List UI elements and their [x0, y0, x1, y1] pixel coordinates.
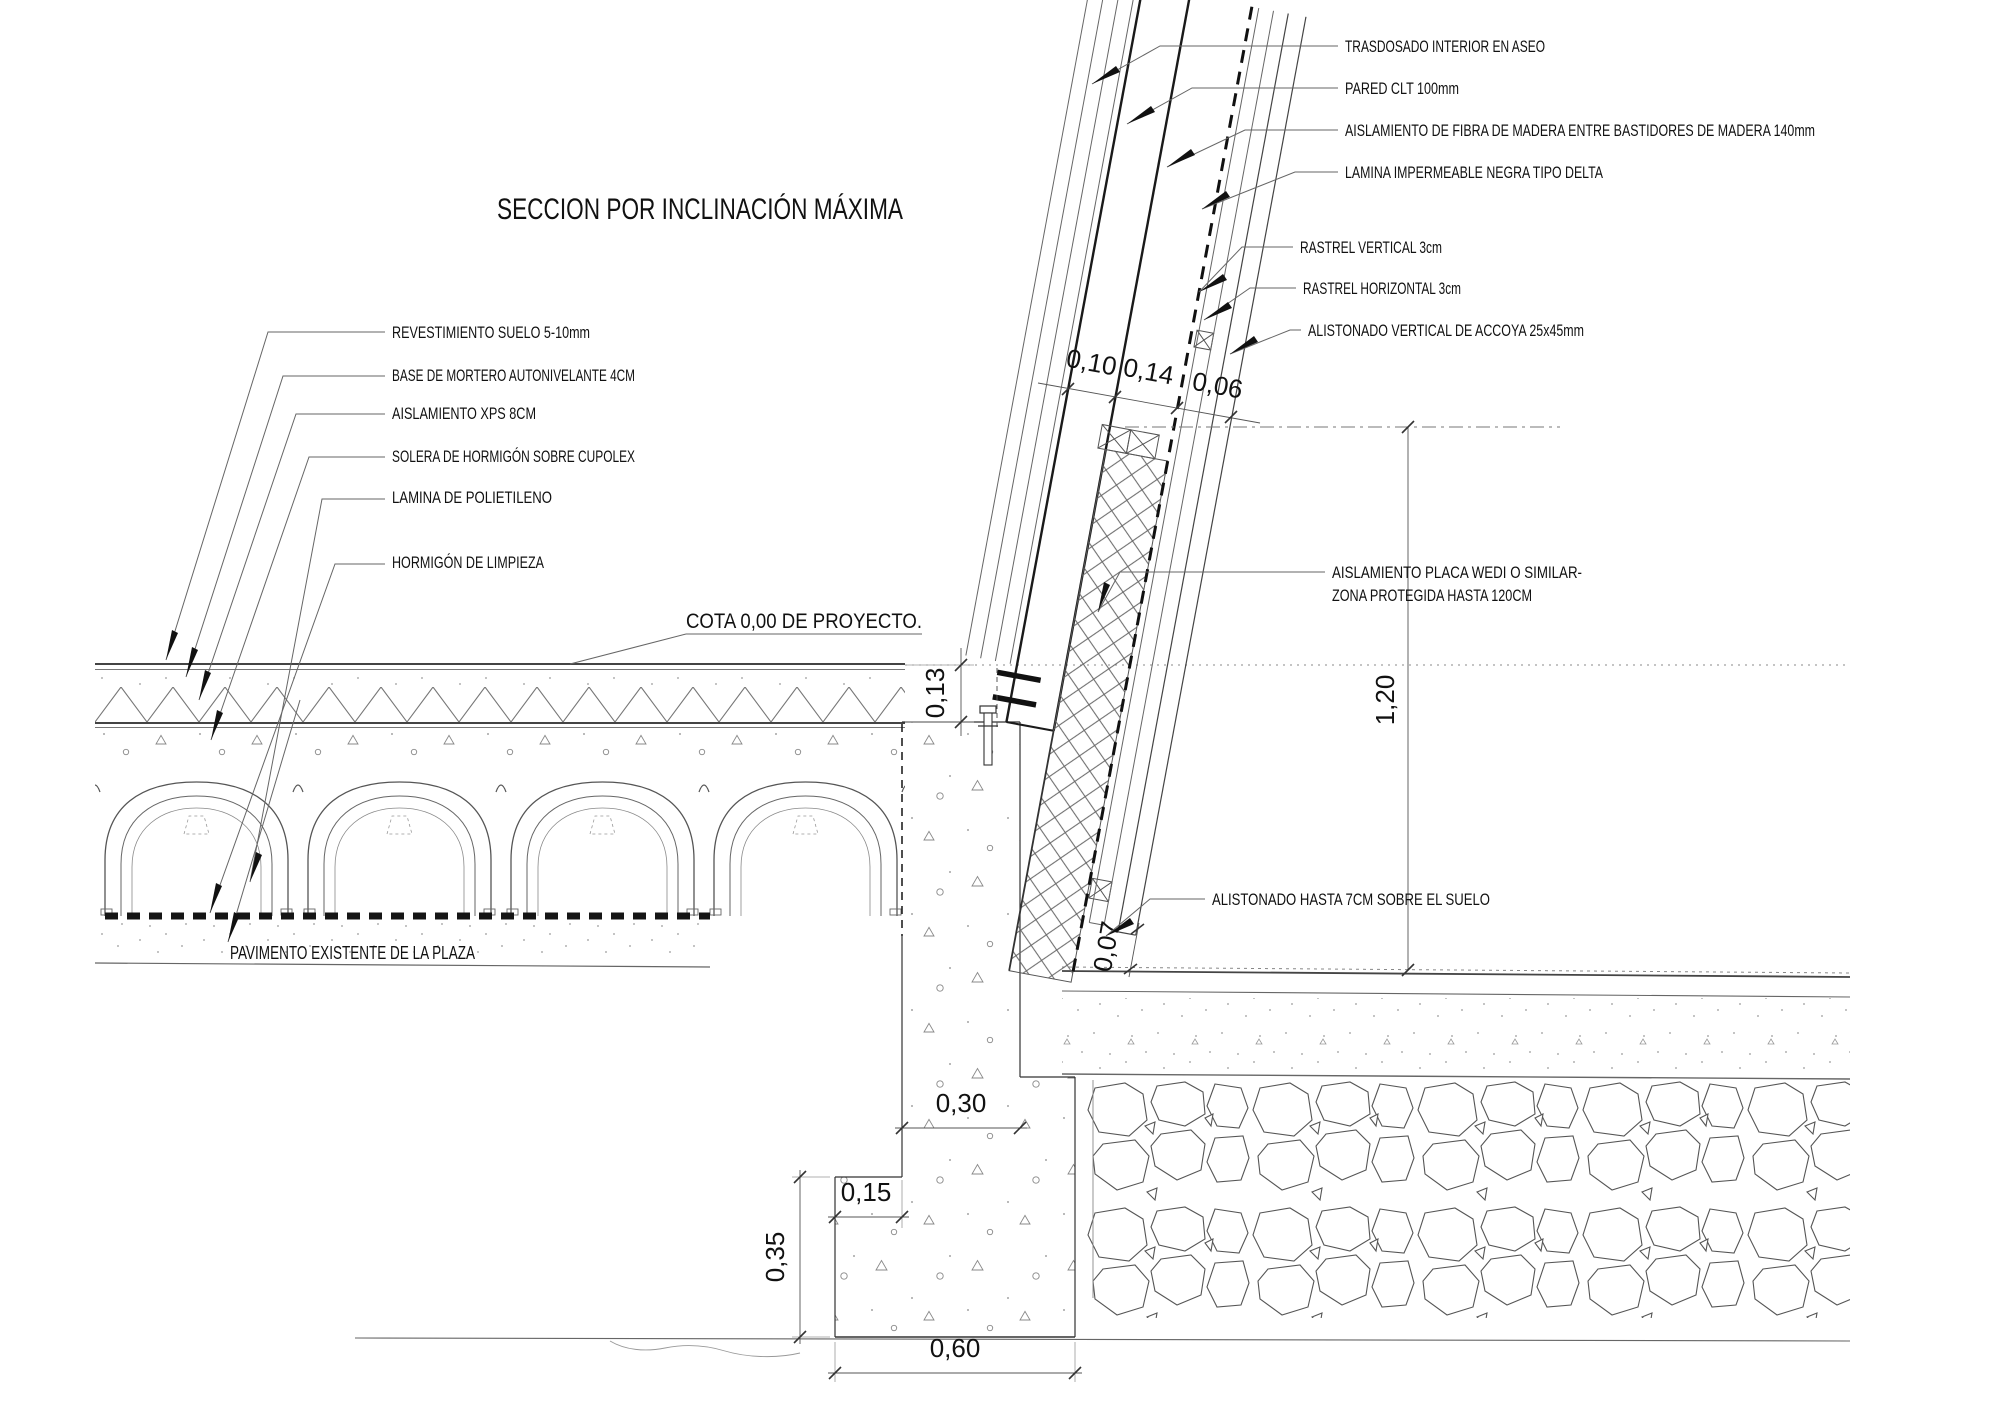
arrowhead [1092, 66, 1120, 84]
arrowhead [1230, 336, 1258, 354]
anchor-bolt-head [979, 705, 997, 714]
arrowhead [1202, 191, 1230, 209]
anchor-bolt-shaft [983, 712, 993, 766]
cupolex-domes [95, 768, 905, 916]
cota-leader [569, 633, 922, 665]
right-leaders [1091, 45, 1338, 937]
dimension-step-width: 0,15 [828, 1177, 909, 1228]
dim-floor-013: 0,13 [920, 668, 950, 719]
label-polietileno: LAMINA DE POLIETILENO [392, 488, 552, 507]
label-wedi-line1: AISLAMIENTO PLACA WEDI O SIMILAR- [1332, 563, 1582, 582]
label-solera: SOLERA DE HORMIGÓN SOBRE CUPOLEX [392, 447, 635, 466]
foundation [834, 721, 1076, 1338]
sand-bed-bottom-line [1061, 1073, 1851, 1080]
dim-wall-010: 0,10 [1064, 343, 1119, 382]
dim-wall-014: 0,14 [1121, 352, 1176, 391]
base-screw-bottom [992, 694, 1037, 708]
wedi-left-edge [1008, 730, 1055, 971]
exterior-ground-dotted [1061, 966, 1851, 974]
gravel-backfill [1085, 1080, 1850, 1318]
arrowhead [250, 852, 262, 882]
label-cota: COTA 0,00 DE PROYECTO. [686, 610, 922, 633]
arrowhead [1098, 582, 1110, 612]
left-label-texts: REVESTIMIENTO SUELO 5-10mm BASE DE MORTE… [230, 323, 922, 963]
label-limpieza: HORMIGÓN DE LIMPIEZA [392, 553, 544, 572]
mortar-layer [95, 671, 905, 686]
arrowhead [199, 670, 211, 700]
dim-060: 0,60 [930, 1333, 981, 1363]
soil-wiggle [609, 1340, 801, 1358]
pavement-sub-line [1061, 990, 1851, 998]
delta-membrane-line [1071, 6, 1254, 973]
dimension-footing-height: 0,35 [760, 1170, 830, 1344]
arrowhead [1106, 918, 1134, 936]
base-screw-top [996, 669, 1042, 684]
label-lamina: LAMINA IMPERMEABLE NEGRA TIPO DELTA [1345, 163, 1603, 182]
label-fibra: AISLAMIENTO DE FIBRA DE MADERA ENTRE BAS… [1345, 121, 1815, 140]
dim-030: 0,30 [936, 1088, 987, 1118]
arrowhead [211, 710, 223, 740]
exterior-ground-line [1061, 970, 1851, 978]
existing-pavement-bottom-line [94, 962, 711, 968]
trasdosado-lines [965, 0, 1137, 664]
arrowhead [1127, 106, 1155, 124]
left-leaders [165, 331, 922, 943]
dimension-protected-zone: 1,20 [1125, 420, 1560, 977]
wedi-panel-hatch [1008, 448, 1169, 983]
arrowhead [210, 883, 222, 913]
dimension-upstand-width: 0,30 [895, 1088, 1027, 1135]
label-pared-clt: PARED CLT 100mm [1345, 79, 1459, 98]
label-mortero: BASE DE MORTERO AUTONIVELANTE 4CM [392, 366, 635, 385]
existing-pavement-band [95, 922, 710, 962]
label-alistonado: ALISTONADO VERTICAL DE ACCOYA 25x45mm [1308, 321, 1584, 340]
dim-120: 1,20 [1370, 675, 1400, 726]
foundation-concrete [835, 722, 1075, 1337]
dimension-footing-width: 0,60 [828, 1333, 1082, 1382]
floor-assembly [94, 663, 905, 968]
drawing-title: SECCION POR INCLINACIÓN MÁXIMA [497, 193, 903, 226]
ground [354, 1337, 1851, 1358]
label-alistonado-suelo: ALISTONADO HASTA 7CM SOBRE EL SUELO [1212, 890, 1490, 909]
dim-035: 0,35 [760, 1232, 790, 1283]
label-pavimento: PAVIMENTO EXISTENTE DE LA PLAZA [230, 943, 475, 963]
xps-insulation-layer [95, 687, 905, 722]
label-rastrel-vertical: RASTREL VERTICAL 3cm [1300, 238, 1442, 257]
label-trasdosado: TRASDOSADO INTERIOR EN ASEO [1345, 37, 1545, 56]
dimension-wall-layers: 0,10 0,14 0,06 [1037, 343, 1261, 424]
exterior-pavement [1061, 966, 1851, 1318]
sand-bed [1062, 998, 1850, 1072]
rastrel-lines [1088, 7, 1275, 926]
alistonado-lines [1117, 13, 1307, 936]
ground-line [354, 1337, 1851, 1342]
right-label-texts: TRASDOSADO INTERIOR EN ASEO PARED CLT 10… [1212, 37, 1815, 909]
label-xps: AISLAMIENTO XPS 8CM [392, 404, 536, 423]
label-rastrel-horizontal: RASTREL HORIZONTAL 3cm [1303, 279, 1461, 298]
arrowhead [1199, 274, 1227, 292]
dim-wall-006: 0,06 [1190, 366, 1245, 405]
label-revestimiento: REVESTIMIENTO SUELO 5-10mm [392, 323, 590, 342]
concrete-slab-layer [95, 729, 905, 768]
inclined-wall [965, 0, 1307, 983]
dimension-floor-edge: 0,13 [905, 648, 974, 736]
label-wedi-line2: ZONA PROTEGIDA HASTA 120CM [1332, 586, 1532, 605]
arrowhead [1167, 149, 1195, 167]
arrowhead [228, 912, 240, 942]
arrowhead [1204, 302, 1232, 320]
base-junction-detail [978, 668, 998, 766]
arrowhead [186, 647, 198, 677]
arrowhead [166, 630, 178, 660]
dim-015: 0,15 [841, 1177, 892, 1207]
